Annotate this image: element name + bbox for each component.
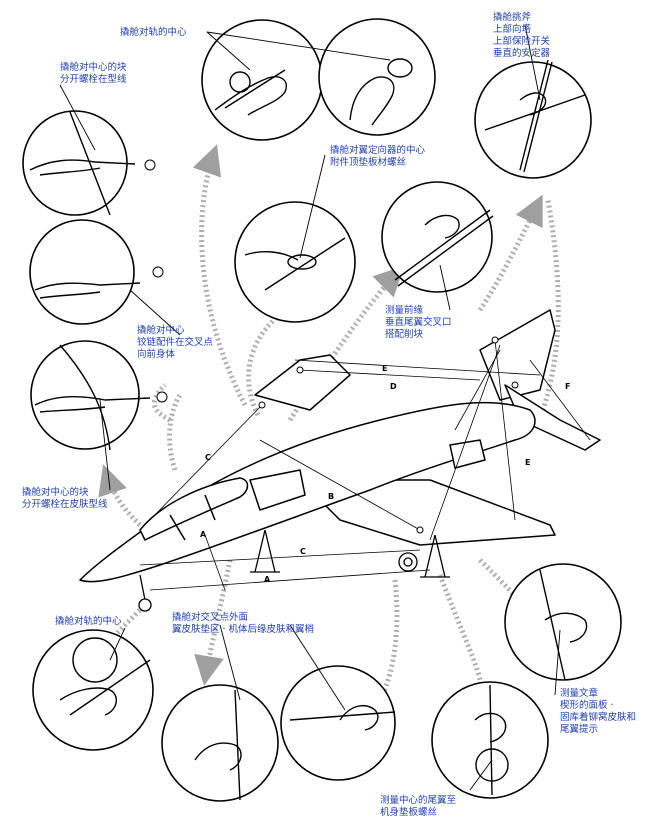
detail-circle-left-3 — [30, 340, 140, 450]
right-wing — [299, 479, 556, 546]
detail-circle-mid — [234, 201, 356, 323]
engine-nozzle — [449, 439, 486, 469]
label-bottom-mid: 撬舱对交叉点外面 翼皮肤垫区 · 机体后缘皮肤和翼梢 — [172, 612, 315, 635]
detail-circles — [22, 18, 622, 802]
line-a — [149, 569, 431, 591]
label-right-top: 撬舱挑斧 上部向塔 上部保险开关 垂直的安定器 — [493, 12, 551, 59]
label-left-bottom: 撬舱对中心的块 分开螺栓在皮肤型线 — [22, 487, 108, 510]
leader-lines — [59, 24, 561, 791]
line-letter-e: E — [382, 364, 388, 373]
line-letter-a: A — [264, 575, 271, 584]
hand-sketches — [29, 58, 588, 801]
detail-circle-bottom-mid-2 — [280, 665, 396, 781]
line-e-right — [494, 339, 516, 521]
aircraft-outline — [79, 309, 601, 583]
measurement-lines — [139, 339, 591, 591]
label-bottom-right: 测量中心的尾翼至 机身垫板螺丝 — [380, 795, 457, 818]
line-f — [529, 359, 591, 441]
label-top-center: 撬舱对轨的中心 — [120, 27, 187, 38]
label-right-bottom: 测量文章 楔形的面板 · 固库着铆窝皮肤和 尾翼提示 — [560, 688, 637, 735]
detail-circle-bottom-left — [32, 629, 154, 751]
line-c-lower — [139, 549, 421, 566]
line-b — [259, 439, 421, 531]
fuselage — [79, 401, 536, 583]
line-c-upper — [149, 404, 263, 521]
label-bottom-left: 撬舱对轨的中心 — [55, 616, 122, 627]
vertical-stabilizer — [479, 309, 556, 401]
line-letter-e2: E — [525, 458, 531, 467]
cockpit-canopy — [139, 477, 249, 541]
measurement-markers — [144, 159, 519, 534]
label-left-top: 撬舱对中心的块 分开螺栓在型线 — [60, 62, 127, 85]
line-d — [299, 369, 481, 381]
line-letter-a2: A — [200, 530, 207, 539]
line-letter-c2: C — [205, 453, 211, 462]
left-wing — [254, 354, 351, 411]
landing-gear — [138, 529, 450, 612]
label-mid-vert: 撬舱对翼定向器的中心 附件顶垫板材螺丝 — [330, 145, 426, 168]
line-letter-b: B — [328, 492, 335, 501]
line-letter-f: F — [565, 382, 571, 391]
label-right-mid: 测量前缘 垂直尾翼交叉口 搭配削块 — [385, 305, 452, 340]
detail-circle-bottom-right — [431, 681, 549, 799]
detail-circle-left-2 — [29, 219, 135, 325]
line-letter-c: C — [300, 547, 306, 556]
label-left-mid: 撬舱对中心 铰链配件在交叉点 向前身体 — [137, 325, 214, 360]
line-e-upper — [294, 359, 541, 376]
intake — [249, 469, 306, 511]
detail-circle-right-mid — [381, 181, 493, 293]
line-letter-d: D — [390, 382, 397, 391]
detail-circle-right-bottom — [504, 563, 622, 681]
